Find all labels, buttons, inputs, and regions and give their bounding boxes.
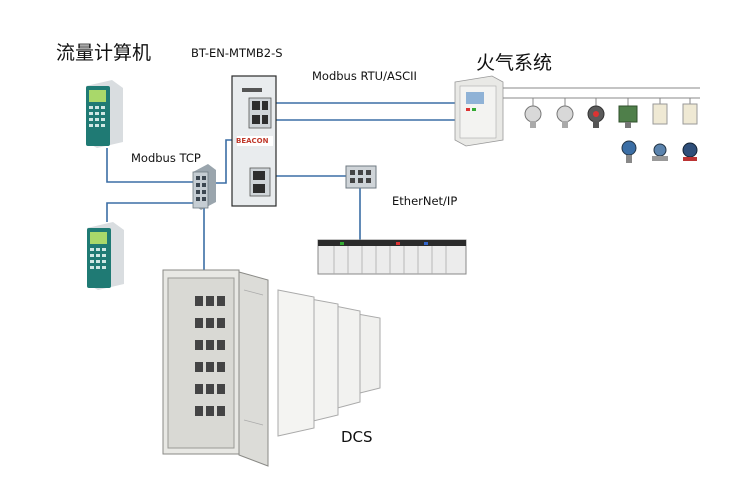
gas-detector-5 <box>652 98 668 125</box>
transmitter-2 <box>652 143 668 161</box>
link-flowmeter1-switch <box>106 148 196 183</box>
flow-computer-1 <box>86 80 123 148</box>
connection-lines <box>106 102 455 270</box>
fire-gas-detectors <box>503 87 700 163</box>
gas-detector-1 <box>524 98 542 128</box>
plc-rack <box>317 239 467 275</box>
gas-detector-4 <box>618 98 638 128</box>
modbus-tcp-label: Modbus TCP <box>131 151 201 165</box>
gas-detector-2 <box>556 98 574 128</box>
flow-computer-2 <box>87 222 124 290</box>
flowmeter-label: 流量计算机 <box>56 42 152 64</box>
gateway-brand-logo: BEACON <box>236 137 269 145</box>
gas-detector-6 <box>682 98 698 125</box>
transmitter-3 <box>682 142 698 161</box>
ethernetip-adapter <box>345 165 377 189</box>
gas-detector-3 <box>587 98 605 128</box>
ethernet-switch <box>192 164 216 210</box>
link-flowmeter2-switch <box>106 202 196 222</box>
gateway-model-label: BT-EN-MTMB2-S <box>191 46 283 60</box>
gateway-device <box>231 75 277 207</box>
dcs-label: DCS <box>341 428 373 446</box>
modbus-rtu-label: Modbus RTU/ASCII <box>312 69 417 83</box>
ethernet-ip-label: EtherNet/IP <box>392 194 458 208</box>
dcs-cabinets <box>162 269 381 467</box>
fire-gas-panel <box>454 75 504 147</box>
fire-system-label: 火气系统 <box>476 52 553 74</box>
transmitter-1 <box>621 140 637 163</box>
